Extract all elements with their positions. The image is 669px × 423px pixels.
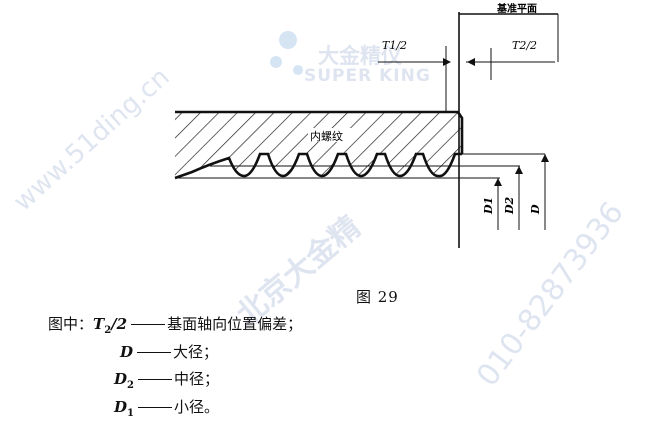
thread-body-outline	[175, 110, 464, 154]
legend-dash	[137, 406, 172, 408]
dim-d1-label: D1	[482, 197, 495, 215]
internal-thread-label: 内螺纹	[310, 129, 343, 143]
reference-plane-label: 基准平面	[496, 2, 537, 15]
legend-item: D2 中径；	[114, 368, 219, 391]
dim-d2-label: D2	[503, 196, 516, 215]
legend-dash	[137, 351, 172, 353]
figure-caption: 图 29	[356, 288, 399, 306]
legend-item: D 大径；	[120, 341, 218, 364]
thread-profile	[174, 152, 462, 180]
half-tolerance-left-label: T1/2	[382, 39, 407, 52]
legend-text: 大径；	[173, 343, 219, 361]
legend-symbol: D1	[114, 398, 134, 419]
legend-prefix: 图中：	[48, 315, 94, 333]
watermark-logo-icon	[270, 31, 303, 75]
legend-text: 中径；	[173, 370, 219, 388]
legend-symbol: D	[120, 343, 134, 361]
legend-symbol: D2	[114, 370, 134, 391]
legend-symbol: T2/2	[93, 315, 128, 336]
legend-item: 图中：T2/2 基面轴向位置偏差；	[48, 313, 302, 336]
legend-item: D1 小径。	[114, 396, 219, 419]
dim-d-label: D	[529, 204, 542, 215]
legend-text: 小径。	[173, 398, 219, 416]
legend-text: 基面轴向位置偏差；	[167, 315, 303, 333]
legend-dash	[131, 323, 166, 325]
half-tolerance-right-label: T2/2	[512, 39, 537, 52]
legend-dash	[137, 378, 172, 380]
